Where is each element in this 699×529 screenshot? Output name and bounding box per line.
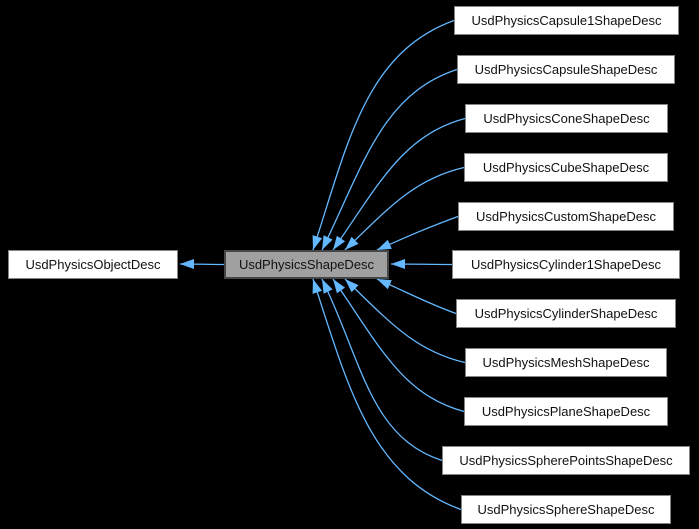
arrowhead [333,235,346,250]
class-name-label: UsdPhysicsCubeShapeDesc [482,160,650,175]
arrowhead [322,279,333,294]
class-name-label: UsdPhysicsConeShapeDesc [483,111,650,126]
arrowhead [312,235,323,250]
inheritance-edge [312,19,455,251]
derived-class-node[interactable]: UsdPhysicsMeshShapeDesc [465,348,667,377]
derived-class-node[interactable]: UsdPhysicsCustomShapeDesc [458,202,674,231]
arrowhead [391,259,405,269]
arrowhead [333,279,346,294]
class-name-label: UsdPhysicsPlaneShapeDesc [481,404,651,419]
class-name-label: UsdPhysicsCylinder1ShapeDesc [470,257,662,272]
class-name-label: UsdPhysicsShapeDesc [238,257,375,272]
derived-class-node[interactable]: UsdPhysicsCubeShapeDesc [464,153,668,182]
class-name-label: UsdPhysicsCylinderShapeDesc [474,306,658,321]
arrowhead [312,279,323,294]
arrowhead [345,279,359,293]
inheritance-edge [321,68,458,251]
inheritance-edge [332,117,466,251]
inheritance-edge [344,278,466,364]
arrowhead [377,239,392,250]
base-class-node[interactable]: UsdPhysicsObjectDesc [8,250,178,279]
class-name-label: UsdPhysicsCapsuleShapeDesc [474,62,658,77]
derived-class-node[interactable]: UsdPhysicsSphereShapeDesc [461,495,671,524]
derived-class-node[interactable]: UsdPhysicsSpherePointsShapeDesc [442,446,690,475]
derived-class-node[interactable]: UsdPhysicsCylinder1ShapeDesc [452,250,680,279]
derived-class-node[interactable]: UsdPhysicsCylinderShapeDesc [456,299,676,328]
derived-class-node[interactable]: UsdPhysicsCapsuleShapeDesc [457,55,675,84]
inheritance-edge [332,278,465,413]
inheritance-edge [344,166,465,251]
derived-class-node[interactable]: UsdPhysicsCapsule1ShapeDesc [454,6,679,35]
class-name-label: UsdPhysicsCapsule1ShapeDesc [471,13,662,28]
inheritance-edge [312,278,462,511]
class-name-label: UsdPhysicsSphereShapeDesc [477,502,655,517]
current-class-node: UsdPhysicsShapeDesc [224,250,389,279]
arrowhead [322,235,333,250]
class-name-label: UsdPhysicsObjectDesc [25,257,161,272]
derived-class-node[interactable]: UsdPhysicsConeShapeDesc [465,104,668,133]
class-name-label: UsdPhysicsCustomShapeDesc [476,209,656,224]
class-name-label: UsdPhysicsMeshShapeDesc [482,355,650,370]
arrowhead [377,279,392,290]
arrowhead [345,236,359,250]
arrowhead [180,259,194,269]
class-name-label: UsdPhysicsSpherePointsShapeDesc [459,453,673,468]
derived-class-node[interactable]: UsdPhysicsPlaneShapeDesc [464,397,668,426]
inheritance-edge [321,278,443,462]
